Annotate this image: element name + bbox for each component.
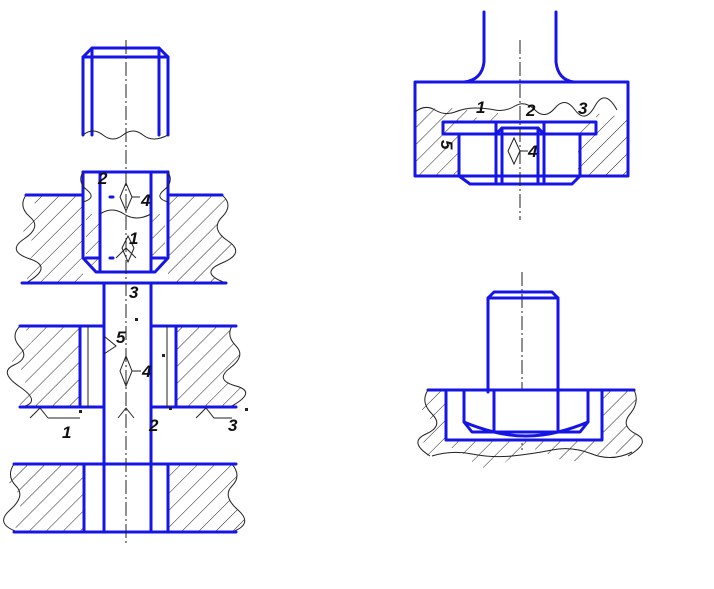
label-right-top-1: 1 xyxy=(476,98,485,117)
left-bottom-plate xyxy=(3,462,246,534)
label-left-low-4: 4 xyxy=(141,362,152,381)
label-right-top-2: 2 xyxy=(525,101,536,120)
label-left-low-5: 5 xyxy=(116,328,126,347)
left-assembly: 2 4 1 3 5 4 1 2 3 xyxy=(3,40,248,545)
left-upper-plate xyxy=(15,170,237,285)
label-right-top-5: 5 xyxy=(437,140,456,150)
label-left-bot-3: 3 xyxy=(228,416,238,435)
left-symbols xyxy=(29,181,248,419)
label-left-bot-2: 2 xyxy=(148,416,159,435)
label-left-top-4: 4 xyxy=(140,191,151,210)
right-top-assembly: 1 2 3 5 4 xyxy=(413,10,630,220)
label-left-mid-3: 3 xyxy=(129,283,139,302)
label-right-top-3: 3 xyxy=(578,99,588,118)
right-bottom-assembly xyxy=(417,272,643,469)
label-left-top-2: 2 xyxy=(97,169,108,188)
left-shaft xyxy=(102,281,153,532)
left-middle-plate xyxy=(6,324,246,409)
label-left-mid-1: 1 xyxy=(129,229,138,248)
label-right-top-4: 4 xyxy=(527,142,538,161)
label-left-bot-1: 1 xyxy=(62,423,71,442)
